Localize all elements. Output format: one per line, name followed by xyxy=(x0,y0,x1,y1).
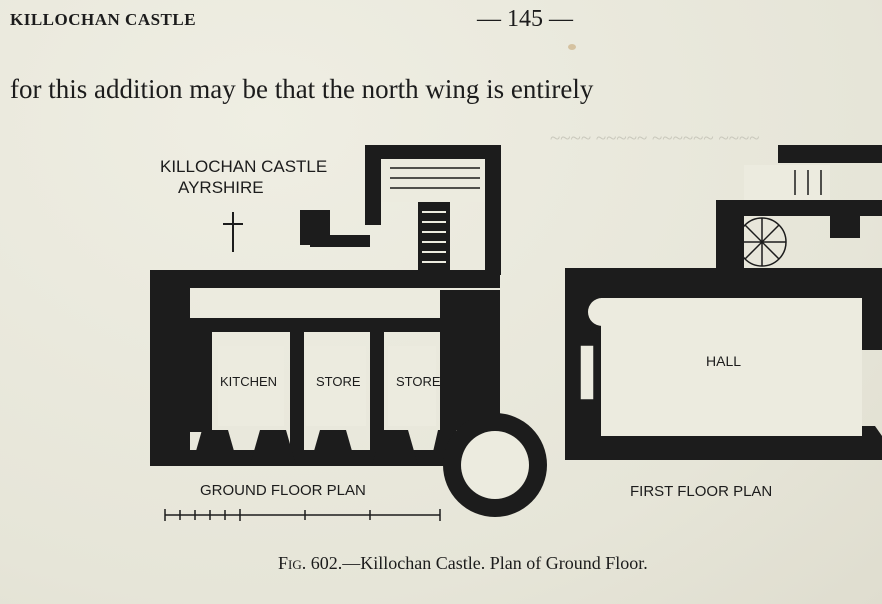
wall xyxy=(150,270,500,288)
store-room xyxy=(388,346,436,426)
partition-wall xyxy=(370,318,384,450)
partition-wall xyxy=(290,318,304,450)
plan-label-kitchen: KITCHEN xyxy=(220,374,277,389)
turret-interior xyxy=(588,298,616,326)
plan-castle-name: KILLOCHAN CASTLE xyxy=(160,157,327,176)
stair-tread xyxy=(744,224,780,260)
plan-title-first-floor: FIRST FLOOR PLAN xyxy=(630,483,772,500)
wall xyxy=(778,145,882,163)
kitchen-room xyxy=(218,346,284,426)
wall xyxy=(830,216,860,238)
wall xyxy=(565,268,882,298)
plan-county: AYRSHIRE xyxy=(178,178,264,197)
floor-plans-drawing: KILLOCHAN CASTLE AYRSHIRE KITCHEN STORE … xyxy=(150,145,882,521)
room-void xyxy=(381,159,485,202)
wall xyxy=(440,290,500,430)
window-embrasure xyxy=(250,430,296,465)
body-text-line: for this addition may be that the north … xyxy=(10,74,594,104)
figure-caption: Fig. 602.—Killochan Castle. Plan of Grou… xyxy=(278,553,648,574)
wall xyxy=(485,145,501,275)
plan-label-store: STORE xyxy=(316,374,361,389)
wall-closet-outline xyxy=(579,344,595,401)
running-head: KILLOCHAN CASTLE — 145 — xyxy=(0,6,882,34)
wall-closet xyxy=(580,345,594,400)
caption-text: —Killochan Castle. Plan of Ground Floor. xyxy=(342,553,648,573)
plan-label-hall: HALL xyxy=(706,353,741,369)
window-embrasure xyxy=(192,430,238,465)
passage xyxy=(200,290,440,316)
wall xyxy=(565,436,882,460)
hall-room xyxy=(601,298,862,436)
floor-plans-figure: KILLOCHAN CASTLE AYRSHIRE KITCHEN STORE … xyxy=(140,140,882,535)
wall xyxy=(190,318,440,332)
running-head-title: KILLOCHAN CASTLE xyxy=(10,10,197,29)
show-through-text: ~~~~ ~~~~~ ~~~~~~ ~~~~ xyxy=(550,128,760,149)
window-embrasure xyxy=(310,430,356,465)
kitchen-fireplace xyxy=(190,332,212,432)
page-number: — 145 — xyxy=(477,6,573,32)
store-room xyxy=(306,346,366,426)
tower-interior xyxy=(461,431,529,499)
wall xyxy=(310,235,370,247)
wall xyxy=(862,290,882,350)
paper-stain xyxy=(568,44,576,50)
wall xyxy=(365,145,381,225)
figure-number: Fig. 602. xyxy=(278,553,343,573)
wall xyxy=(716,200,744,280)
wall xyxy=(365,145,500,159)
plan-title-ground-floor: GROUND FLOOR PLAN xyxy=(200,482,366,499)
plan-label-store: STORE xyxy=(396,374,441,389)
wall xyxy=(716,200,882,216)
room-void xyxy=(744,165,830,200)
wall xyxy=(150,270,190,465)
